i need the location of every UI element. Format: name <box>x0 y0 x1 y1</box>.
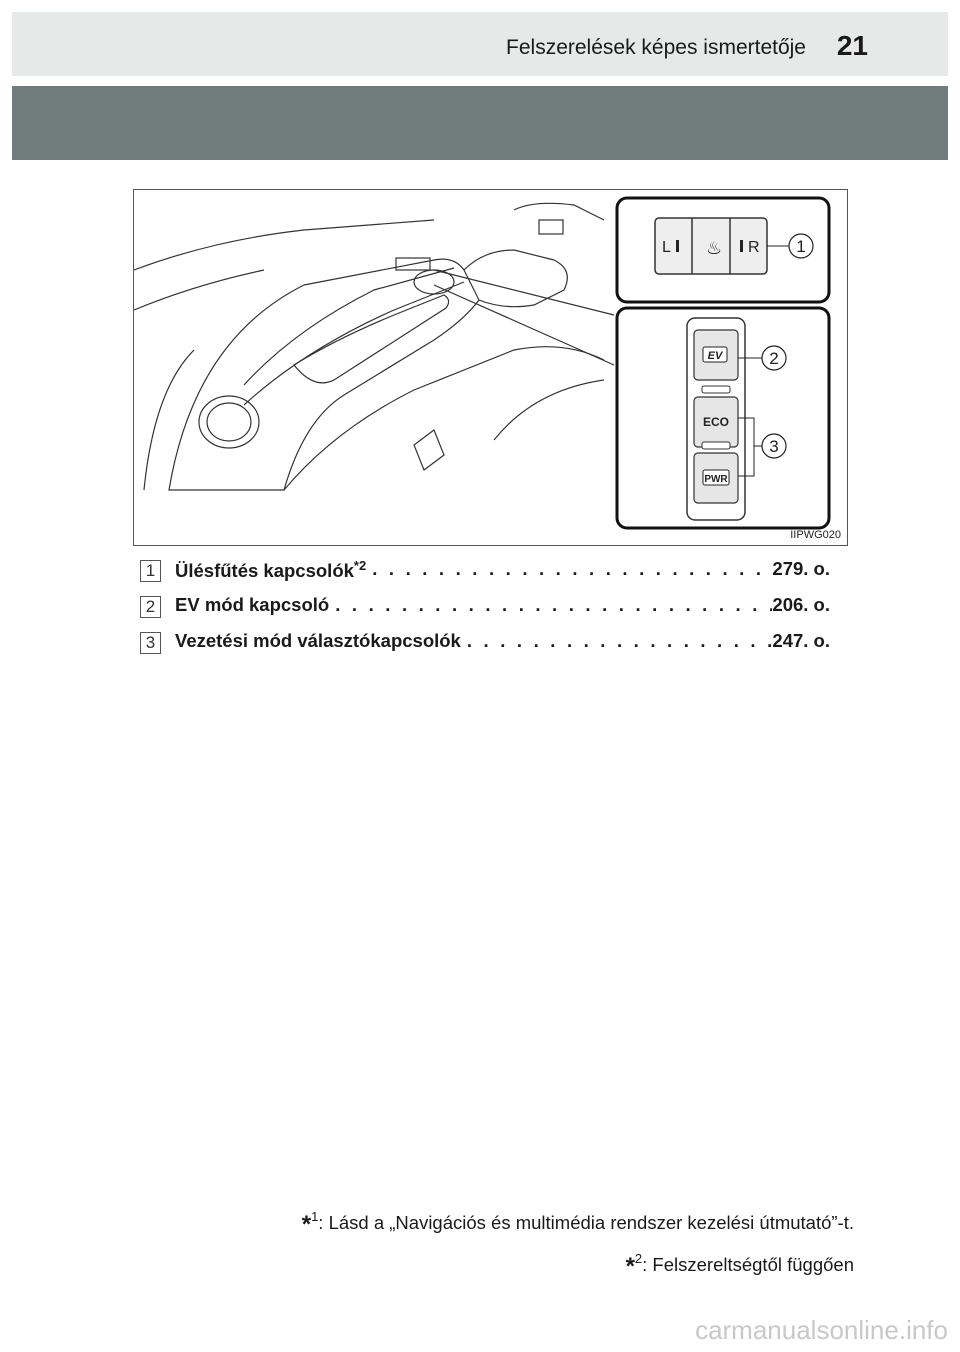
indicator-left-icon <box>676 240 679 252</box>
ev-button-label: EV <box>708 350 724 362</box>
dot-leader: . . . . . . . . . . . . . . . . . . . . … <box>335 594 772 615</box>
legend-label: Vezetési mód választókapcsolók <box>175 630 461 651</box>
footnote-number: 1 <box>311 1209 319 1224</box>
page-reference[interactable]: 206. o. <box>772 594 830 615</box>
figure-code: IIPWG020 <box>790 529 841 541</box>
section-title: Felszerelések képes ismertetője <box>506 36 806 59</box>
legend-label-text: Ülésfűtés kapcsolók <box>175 560 354 582</box>
pwr-button-label: PWR <box>704 474 728 485</box>
section-band <box>12 86 948 160</box>
seat-left-label: L <box>662 239 671 256</box>
footnote: *1: Lásd a „Navigációs és multimédia ren… <box>302 1200 854 1242</box>
switch-panel-small <box>395 257 431 271</box>
callout-number-2: 2 <box>769 349 778 368</box>
callout-number-3: 3 <box>769 437 778 456</box>
console-outline <box>168 258 480 491</box>
legend-number: 2 <box>140 596 161 618</box>
dot-leader: . . . . . . . . . . . . . . . . . . . . … <box>466 630 773 651</box>
header-bar <box>12 12 948 76</box>
legend-item: 3 Vezetési mód választókapcsolók . . . .… <box>140 630 830 666</box>
seat-heater-icon: ♨ <box>706 238 722 259</box>
callout-circle-1 <box>788 233 814 259</box>
footnote-text: : Lásd a „Navigációs és multimédia rends… <box>318 1212 854 1233</box>
console-illustration: L ♨ R 1 EV ECO PWR 2 3 IIPWG020 <box>133 189 848 546</box>
footnote-text: : Felszereltségtől függően <box>642 1254 854 1275</box>
legend-item: 2 EV mód kapcsoló . . . . . . . . . . . … <box>140 594 830 630</box>
callout-circle-2 <box>761 345 787 371</box>
eco-button-label: ECO <box>703 415 729 429</box>
dot-leader: . . . . . . . . . . . . . . . . . . . . … <box>372 558 772 579</box>
legend-item: 1 Ülésfűtés kapcsolók*2 . . . . . . . . … <box>140 558 830 594</box>
legend-label: EV mód kapcsoló <box>175 594 330 615</box>
footnotes: *1: Lásd a „Navigációs és multimédia ren… <box>302 1200 854 1284</box>
page-reference[interactable]: 279. o. <box>772 558 830 579</box>
legend-number: 3 <box>140 632 161 654</box>
legend-label: Ülésfűtés kapcsolók*2 <box>175 558 366 582</box>
indicator-right-icon <box>740 240 743 252</box>
callout-number-1: 1 <box>796 237 805 256</box>
cup-holder <box>198 395 260 449</box>
footnote-number: 2 <box>634 1251 643 1266</box>
footnote-mark: * <box>301 1211 312 1238</box>
switch-panel-rear <box>538 219 564 235</box>
console-drawing: L ♨ R 1 EV ECO PWR 2 3 <box>134 196 831 530</box>
page-number: 21 <box>836 30 868 61</box>
legend-superscript: *2 <box>353 558 367 573</box>
footnote: *2: Felszereltségtől függően <box>302 1242 854 1284</box>
footnote-mark: * <box>625 1253 635 1280</box>
watermark: carmanualsonline.info <box>695 1315 948 1345</box>
armrest-lid <box>293 294 450 384</box>
legend-number: 1 <box>140 560 161 582</box>
seat-right-label: R <box>748 239 760 256</box>
page-reference[interactable]: 247. o. <box>772 630 830 651</box>
legend-list: 1 Ülésfűtés kapcsolók*2 . . . . . . . . … <box>140 558 830 666</box>
callout-circle-3 <box>761 433 787 459</box>
